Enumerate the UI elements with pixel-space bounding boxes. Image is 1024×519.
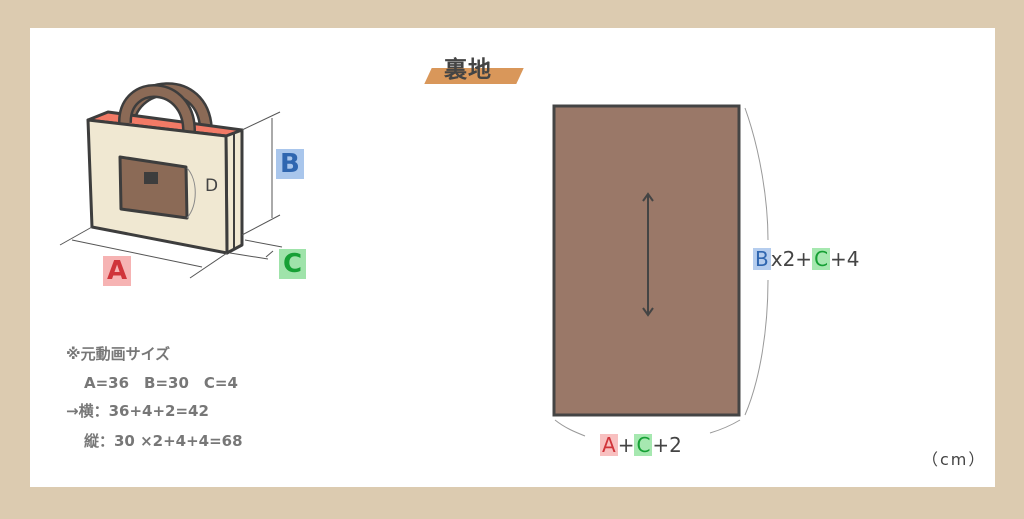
note-sizes: A=36 B=30 C=4: [84, 374, 238, 392]
label-a: A: [103, 256, 132, 286]
formula-times: x2+: [770, 247, 813, 271]
front-handle: [120, 86, 194, 133]
title-text: 裏地: [444, 57, 492, 83]
label-b: B: [276, 149, 304, 179]
note-heading: ※元動画サイズ: [66, 345, 171, 363]
lining-piece: [552, 104, 741, 417]
grain-arrow: [642, 192, 654, 317]
note-height: 縦：30 ×2+4+4=68: [84, 432, 243, 450]
a-dimension-arrow: [71, 239, 203, 268]
formula-c: C: [812, 247, 831, 271]
bag-pocket: [118, 155, 189, 220]
formula-rest: +4: [830, 247, 860, 271]
c-dimension-arrow: [265, 250, 274, 258]
label-d: D: [205, 176, 219, 196]
formula-rest: +2: [652, 433, 682, 457]
width-formula: A + C +2: [600, 433, 682, 457]
pocket-tag: [144, 172, 158, 184]
formula-a: A: [600, 433, 618, 457]
formula-plus: +: [617, 433, 635, 457]
section-title: 裏地: [424, 50, 524, 86]
note-width: →横：36+4+2=42: [66, 402, 209, 420]
formula-c: C: [634, 433, 653, 457]
unit-label: （cm）: [922, 450, 987, 469]
dimension-braces: [554, 107, 769, 437]
height-formula: B x2+ C +4: [753, 247, 860, 271]
formula-b: B: [753, 247, 771, 271]
label-c: C: [279, 249, 307, 279]
